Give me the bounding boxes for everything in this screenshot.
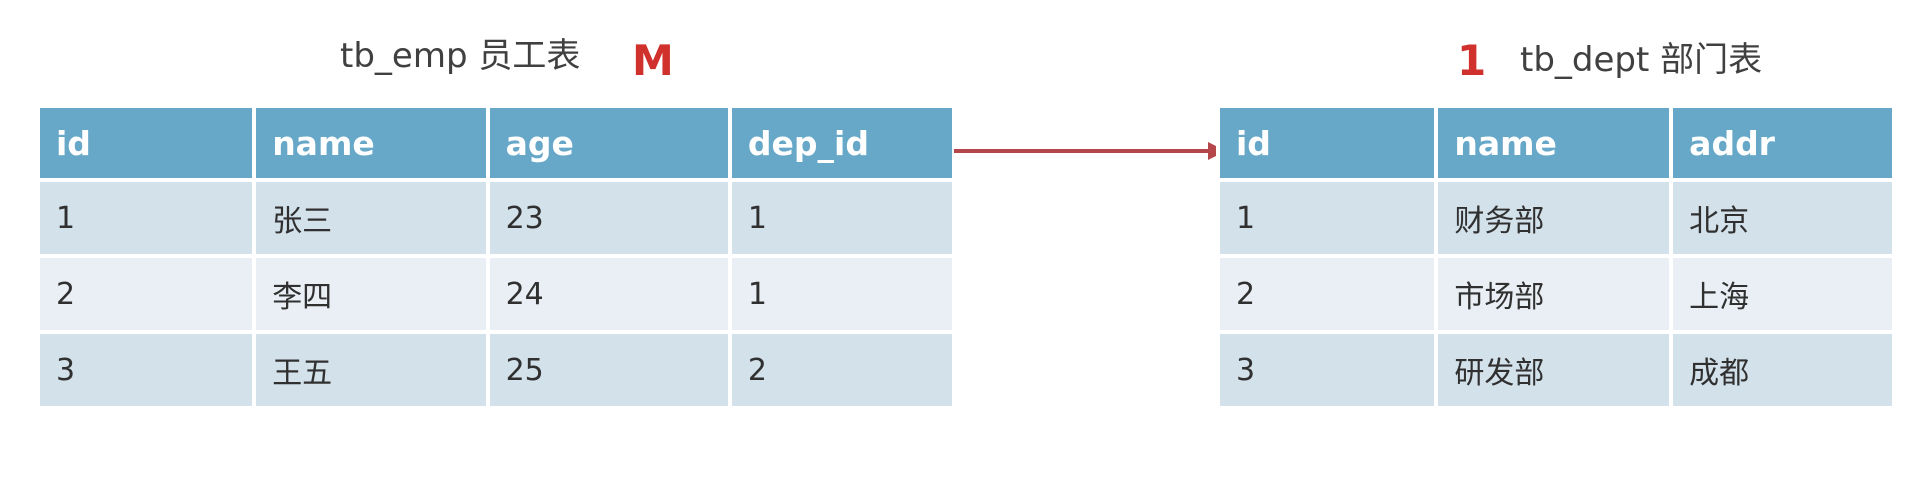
emp-header-name: name [256,108,486,178]
emp-cardinality-label: M [632,36,674,85]
emp-cell-name: 张三 [256,182,486,254]
table-row: 1 财务部 北京 [1220,182,1892,254]
dept-table-title: tb_dept 部门表 [1520,40,1763,80]
table-row: 2 市场部 上海 [1220,258,1892,330]
table-row: 2 李四 24 1 [40,258,952,330]
dept-cell-name: 研发部 [1438,334,1670,406]
dept-cell-addr: 成都 [1673,334,1892,406]
dept-header-name: name [1438,108,1670,178]
emp-cell-name: 李四 [256,258,486,330]
emp-cell-dep-id: 1 [731,182,952,254]
table-row: 3 研发部 成都 [1220,334,1892,406]
dept-header-addr: addr [1673,108,1892,178]
emp-header-dep-id: dep_id [731,108,952,178]
dept-header-id: id [1220,108,1435,178]
emp-cell-age: 23 [489,182,728,254]
emp-cell-age: 25 [489,334,728,406]
emp-cell-dep-id: 2 [731,334,952,406]
emp-header-row: id name age dep_id [40,108,952,178]
dept-cell-addr: 上海 [1673,258,1892,330]
table-row: 1 张三 23 1 [40,182,952,254]
dept-cell-id: 3 [1220,334,1435,406]
emp-table: id name age dep_id 1 张三 23 1 2 李四 24 1 3… [36,104,956,410]
emp-cell-id: 2 [40,258,253,330]
dept-cell-id: 1 [1220,182,1435,254]
dept-table: id name addr 1 财务部 北京 2 市场部 上海 3 研发部 成都 [1216,104,1896,410]
dept-header-row: id name addr [1220,108,1892,178]
table-row: 3 王五 25 2 [40,334,952,406]
emp-cell-name: 王五 [256,334,486,406]
emp-cell-dep-id: 1 [731,258,952,330]
dept-cardinality-label: 1 [1457,36,1487,85]
dept-cell-addr: 北京 [1673,182,1892,254]
emp-cell-age: 24 [489,258,728,330]
dept-cell-id: 2 [1220,258,1435,330]
dept-cell-name: 市场部 [1438,258,1670,330]
emp-table-title: tb_emp 员工表 [340,36,581,76]
emp-cell-id: 1 [40,182,253,254]
foreign-key-arrow [954,142,1226,160]
emp-cell-id: 3 [40,334,253,406]
emp-header-id: id [40,108,253,178]
dept-cell-name: 财务部 [1438,182,1670,254]
emp-header-age: age [489,108,728,178]
